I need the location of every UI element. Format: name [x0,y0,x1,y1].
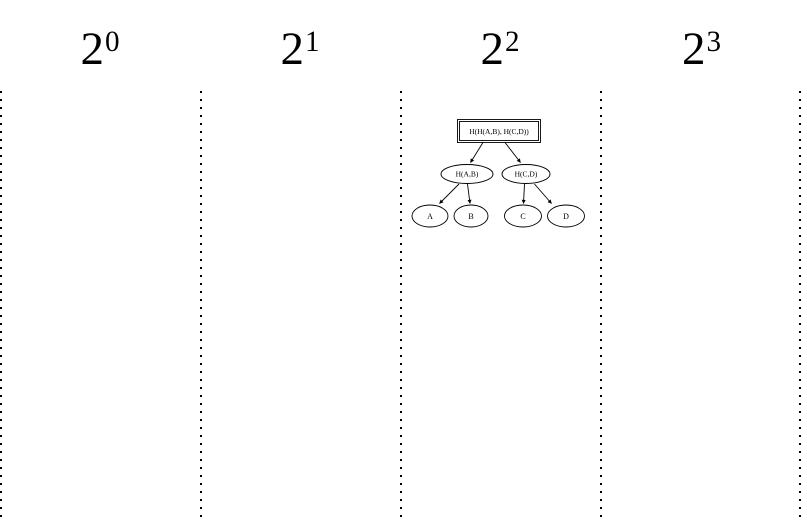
leaf-b-ellipse [453,204,489,228]
right-child-label: H(C,D) [515,170,538,179]
power-base: 2 [480,23,504,75]
power-exponent: 3 [706,25,722,58]
column-separator-1 [200,91,202,520]
edge-right-child-to-leaf-c [521,183,526,204]
tree-leaf-node-c: C [504,204,542,228]
left-child-ellipse [440,164,494,184]
power-base: 2 [280,23,304,75]
root-node-inner-box [459,121,539,141]
tree-leaf-node-a: A [411,204,449,228]
column-separator-3 [600,91,602,520]
power-exponent: 0 [104,25,120,58]
leaf-b-label: B [468,212,473,221]
column-header-2^1: 21 [200,24,400,80]
column-header-2^2: 22 [400,24,600,80]
tree-internal-node-left: H(A,B) [440,164,494,184]
column-header-2^0: 20 [0,24,200,80]
leaf-a-label: A [427,212,433,221]
column-separator-right-edge [799,91,801,520]
edge-root-to-left-child [470,142,484,163]
edge-left-child-to-leaf-b [467,183,472,204]
leaf-a-ellipse [411,204,449,228]
left-child-label: H(A,B) [456,170,479,179]
column-header-2^3: 23 [600,24,803,80]
edge-right-child-to-leaf-d [534,183,552,204]
column-separator-2 [400,91,402,520]
leaf-d-ellipse [547,204,585,228]
tree-edges [439,142,552,204]
root-node-label: H(H(A,B), H(C,D)) [469,127,529,136]
tree-root-node: H(H(A,B), H(C,D)) [457,119,541,143]
tree-internal-node-right: H(C,D) [501,164,551,184]
tree-leaf-node-b: B [453,204,489,228]
edge-left-child-to-leaf-a [439,183,460,204]
leaf-c-label: C [520,212,525,221]
power-base: 2 [681,23,706,75]
tree-leaf-node-d: D [547,204,585,228]
column-separator-left-edge [0,91,2,520]
right-child-ellipse [501,164,551,184]
leaf-c-ellipse [504,204,542,228]
power-base: 2 [80,23,104,75]
edge-root-to-right-child [504,142,521,163]
power-exponent: 1 [304,25,320,58]
leaf-d-label: D [563,212,569,221]
power-exponent: 2 [504,25,520,58]
